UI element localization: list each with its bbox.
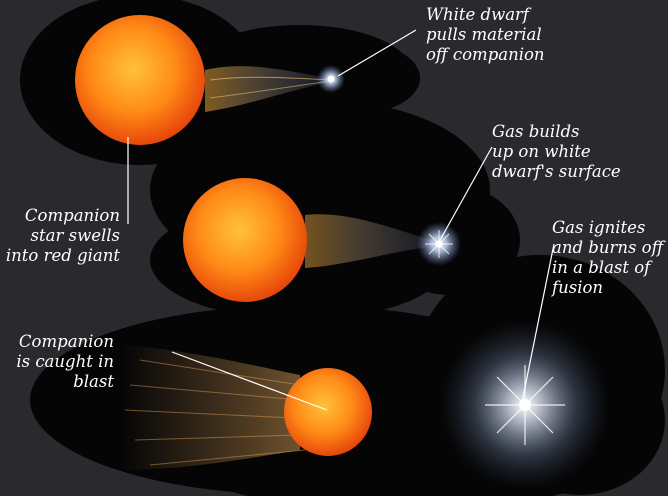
label-companion-swells: Companion star swells into red giant — [6, 206, 120, 266]
blast-core — [519, 399, 531, 411]
red-giant-star-2 — [183, 178, 307, 302]
label-white-dwarf-pull: White dwarf pulls material off companion — [426, 5, 545, 65]
label-gas-ignites: Gas ignites and burns off in a blast of … — [552, 218, 663, 298]
red-giant-star-3 — [284, 368, 372, 456]
red-giant-star-1 — [75, 15, 205, 145]
label-gas-builds: Gas builds up on white dwarf's surface — [492, 122, 621, 182]
white-dwarf-1 — [328, 76, 335, 83]
label-companion-caught: Companion is caught in blast — [16, 332, 114, 392]
